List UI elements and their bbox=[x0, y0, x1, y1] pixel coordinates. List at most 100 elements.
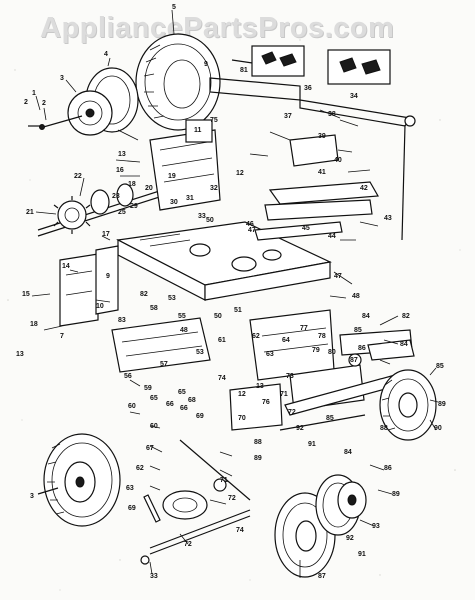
callout: 92 bbox=[346, 535, 354, 542]
callout: 65 bbox=[150, 395, 158, 402]
callout: 3 bbox=[60, 75, 64, 82]
callout: 76 bbox=[262, 399, 270, 406]
callout: 13 bbox=[256, 383, 264, 390]
callout: 66 bbox=[166, 401, 174, 408]
callout: 85 bbox=[326, 415, 334, 422]
watermark-text: AppliancePartsPros.com bbox=[40, 12, 395, 44]
callout: 19 bbox=[168, 173, 176, 180]
callout: 84 bbox=[362, 313, 370, 320]
callout: 72 bbox=[184, 541, 192, 548]
callout: 68 bbox=[188, 397, 196, 404]
callout: 41 bbox=[318, 169, 326, 176]
callout: 74 bbox=[236, 527, 244, 534]
callout: 86 bbox=[358, 345, 366, 352]
callout: 71 bbox=[280, 391, 288, 398]
callout: 13 bbox=[118, 151, 126, 158]
callout: 66 bbox=[180, 405, 188, 412]
callout: 77 bbox=[300, 325, 308, 332]
callout: 32 bbox=[210, 185, 218, 192]
callout: 9 bbox=[204, 61, 208, 68]
callout: 51 bbox=[234, 307, 242, 314]
callout: 12 bbox=[236, 170, 244, 177]
callout: 33 bbox=[150, 573, 158, 580]
callout: 12 bbox=[238, 391, 246, 398]
callout: 20 bbox=[145, 185, 153, 192]
callout: 46 bbox=[246, 221, 254, 228]
callout: 38 bbox=[328, 111, 336, 118]
callout: 17 bbox=[102, 231, 110, 238]
callout: 65 bbox=[178, 389, 186, 396]
callout: 7 bbox=[60, 333, 64, 340]
callout: 3 bbox=[30, 493, 34, 500]
callout: 93 bbox=[372, 523, 380, 530]
callout: 37 bbox=[284, 113, 292, 120]
callout: 40 bbox=[334, 157, 342, 164]
callout: 30 bbox=[170, 199, 178, 206]
callout: 23 bbox=[112, 193, 120, 200]
leader-lines bbox=[31, 9, 439, 578]
callout: 62 bbox=[252, 333, 260, 340]
callout: 83 bbox=[118, 317, 126, 324]
callout: 2 bbox=[24, 99, 28, 106]
lift-linkage bbox=[254, 99, 416, 241]
callout: 63 bbox=[266, 351, 274, 358]
steering-pulley-assembly bbox=[140, 439, 251, 565]
callout: 33 bbox=[198, 213, 206, 220]
callout: 39 bbox=[318, 133, 326, 140]
callout: 91 bbox=[358, 551, 366, 558]
callout: 85 bbox=[436, 363, 444, 370]
hardware-inset-2 bbox=[327, 49, 391, 85]
callout: 50 bbox=[206, 217, 214, 224]
callout: 13 bbox=[16, 351, 24, 358]
callout: 90 bbox=[434, 425, 442, 432]
callout: 10 bbox=[96, 303, 104, 310]
callout: 14 bbox=[62, 263, 70, 270]
callout: 87 bbox=[318, 573, 326, 580]
axle-assembly bbox=[37, 177, 201, 237]
callout: 42 bbox=[360, 185, 368, 192]
callout: 60 bbox=[150, 423, 158, 430]
callout: 86 bbox=[384, 465, 392, 472]
callout: 85 bbox=[354, 327, 362, 334]
callout: 69 bbox=[196, 413, 204, 420]
callout-labels: 5 4 3 2 1 81 9 75 11 13 16 18 19 20 22 2… bbox=[16, 4, 446, 580]
callout: 50 bbox=[214, 313, 222, 320]
callout: 67 bbox=[146, 445, 154, 452]
callout: 34 bbox=[350, 93, 358, 100]
callout: 21 bbox=[26, 209, 34, 216]
callout: 4 bbox=[104, 51, 108, 58]
callout: 64 bbox=[282, 337, 290, 344]
callout: 82 bbox=[402, 313, 410, 320]
callout: 88 bbox=[380, 425, 388, 432]
callout: 72 bbox=[228, 495, 236, 502]
callout: 1 bbox=[32, 90, 36, 97]
callout: 31 bbox=[186, 195, 194, 202]
callout: 58 bbox=[150, 305, 158, 312]
callout: 73 bbox=[286, 373, 294, 380]
callout: 15 bbox=[22, 291, 30, 298]
callout: 57 bbox=[160, 361, 168, 368]
callout: 5 bbox=[172, 4, 176, 11]
callout: 18 bbox=[128, 181, 136, 188]
callout: 70 bbox=[238, 415, 246, 422]
callout: 79 bbox=[312, 347, 320, 354]
callout: 53 bbox=[196, 349, 204, 356]
callout: 18 bbox=[30, 321, 38, 328]
callout: 53 bbox=[168, 295, 176, 302]
callout: 61 bbox=[218, 337, 226, 344]
callout: 89 bbox=[392, 491, 400, 498]
callout: 60 bbox=[128, 403, 136, 410]
callout: 47 bbox=[334, 273, 342, 280]
callout: 91 bbox=[308, 441, 316, 448]
rear-wheel-left-bottom bbox=[37, 433, 121, 527]
callout: 88 bbox=[254, 439, 262, 446]
front-wheel-right bbox=[379, 369, 437, 441]
callout: 43 bbox=[384, 215, 392, 222]
callout: 84 bbox=[344, 449, 352, 456]
callout: 87 bbox=[350, 357, 358, 364]
callout: 25 bbox=[118, 209, 126, 216]
callout: 47 bbox=[248, 227, 256, 234]
hardware-inset-1 bbox=[251, 45, 305, 77]
